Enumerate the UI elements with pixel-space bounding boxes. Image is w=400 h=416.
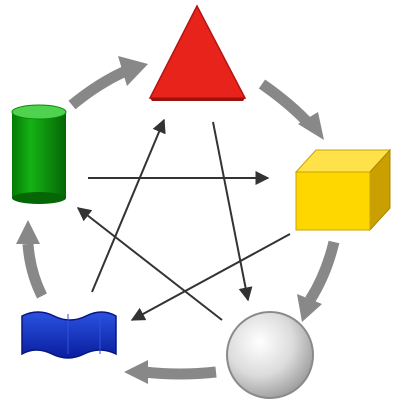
star-arrow-triangle-to-sphere <box>212 121 253 302</box>
star-arrows <box>76 118 291 321</box>
cylinder-node <box>11 104 67 204</box>
triangle-node <box>148 4 247 101</box>
star-arrow-cube-to-wave <box>130 233 291 321</box>
cube-node <box>294 148 392 232</box>
star-arrow-wave-to-triangle <box>91 118 166 293</box>
cycle-arrow-cylinder-to-triangle <box>68 56 148 110</box>
cycle-arrow-cube-to-sphere <box>297 240 340 322</box>
cycle-arrows <box>16 56 340 384</box>
cycle-arrow-triangle-to-cube <box>258 79 324 140</box>
cycle-arrow-sphere-to-wave <box>124 360 217 384</box>
wave-node <box>21 311 117 359</box>
cycle-arrow-wave-to-cylinder <box>16 220 47 299</box>
sphere-node <box>226 311 314 399</box>
star-arrow-sphere-to-cylinder <box>76 207 223 321</box>
